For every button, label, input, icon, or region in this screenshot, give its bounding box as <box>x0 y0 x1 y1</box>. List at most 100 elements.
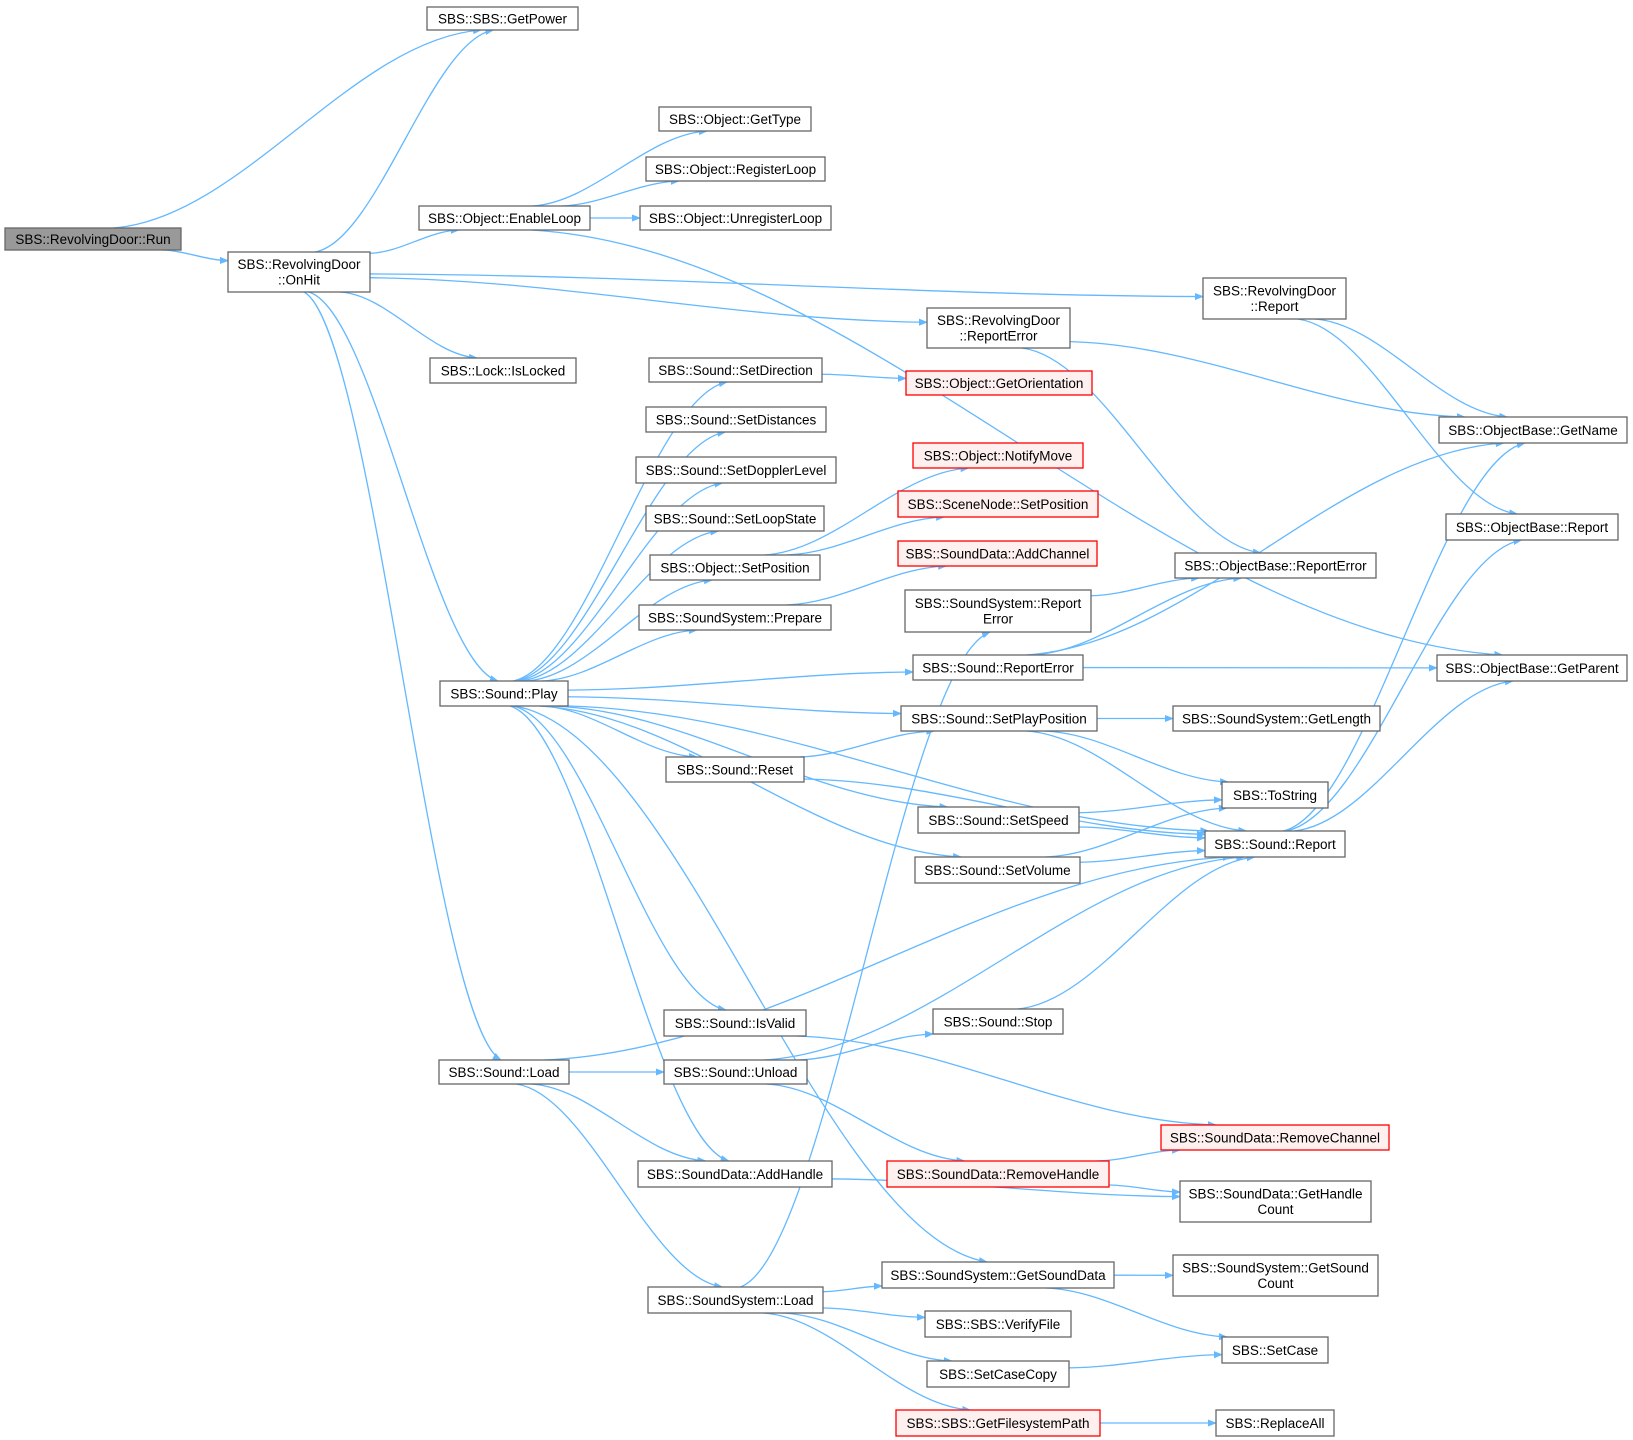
node-verifyfile[interactable]: SBS::SBS::VerifyFile <box>924 1310 1072 1338</box>
node-reset[interactable]: SBS::Sound::Reset <box>665 756 805 783</box>
node-setvolume[interactable]: SBS::Sound::SetVolume <box>914 856 1081 884</box>
node-sound_reporterror[interactable]: SBS::Sound::ReportError <box>912 654 1084 681</box>
node-box[interactable] <box>926 1360 1070 1388</box>
node-box[interactable] <box>1445 513 1619 541</box>
node-box[interactable] <box>649 554 821 581</box>
node-object_setposition[interactable]: SBS::Object::SetPosition <box>649 554 821 581</box>
node-ss_load[interactable]: SBS::SoundSystem::Load <box>647 1286 824 1314</box>
node-play[interactable]: SBS::Sound::Play <box>439 680 569 707</box>
node-unload[interactable]: SBS::Sound::Unload <box>663 1059 808 1085</box>
node-setcase[interactable]: SBS::SetCase <box>1221 1336 1329 1364</box>
node-box[interactable] <box>1436 654 1628 682</box>
node-replaceall[interactable]: SBS::ReplaceAll <box>1215 1409 1335 1437</box>
node-box[interactable] <box>1221 1336 1329 1364</box>
node-scenenode_setposition[interactable]: SBS::SceneNode::SetPosition <box>897 490 1099 518</box>
node-getorientation[interactable]: SBS::Object::GetOrientation <box>905 370 1093 396</box>
node-box[interactable] <box>426 6 579 31</box>
node-enableloop[interactable]: SBS::Object::EnableLoop <box>418 205 591 231</box>
node-box[interactable] <box>895 1409 1101 1437</box>
node-box[interactable] <box>663 1009 807 1037</box>
node-box[interactable] <box>897 540 1098 567</box>
node-box[interactable] <box>924 1310 1072 1338</box>
node-stop[interactable]: SBS::Sound::Stop <box>932 1008 1064 1035</box>
node-getlength[interactable]: SBS::SoundSystem::GetLength <box>1172 705 1381 732</box>
node-box[interactable] <box>647 1286 824 1314</box>
node-box[interactable] <box>635 456 837 484</box>
node-setdopplerlevel[interactable]: SBS::Sound::SetDopplerLevel <box>635 456 837 484</box>
node-box[interactable] <box>905 370 1093 396</box>
node-box[interactable] <box>439 680 569 707</box>
node-box[interactable] <box>1438 416 1628 444</box>
node-isvalid[interactable]: SBS::Sound::IsValid <box>663 1009 807 1037</box>
node-box[interactable] <box>648 357 823 383</box>
node-ob_report[interactable]: SBS::ObjectBase::Report <box>1445 513 1619 541</box>
node-addhandle[interactable]: SBS::SoundData::AddHandle <box>637 1160 833 1188</box>
node-box[interactable] <box>227 251 371 293</box>
node-getfilesystempath[interactable]: SBS::SBS::GetFilesystemPath <box>895 1409 1101 1437</box>
node-setdistances[interactable]: SBS::Sound::SetDistances <box>645 406 827 433</box>
node-ob_reporterror[interactable]: SBS::ObjectBase::ReportError <box>1174 552 1377 579</box>
node-tostring[interactable]: SBS::ToString <box>1221 781 1329 809</box>
node-box[interactable] <box>932 1008 1064 1035</box>
node-box[interactable] <box>637 1160 833 1188</box>
node-removehandle[interactable]: SBS::SoundData::RemoveHandle <box>886 1160 1110 1188</box>
node-box[interactable] <box>1172 1254 1379 1297</box>
node-box[interactable] <box>886 1160 1110 1188</box>
node-sound_report[interactable]: SBS::Sound::Report <box>1204 830 1346 858</box>
node-box[interactable] <box>900 705 1098 732</box>
node-getsounddata[interactable]: SBS::SoundSystem::GetSoundData <box>881 1261 1115 1289</box>
node-box[interactable] <box>897 490 1099 518</box>
node-notifymove[interactable]: SBS::Object::NotifyMove <box>912 442 1084 469</box>
node-rd_report[interactable]: SBS::RevolvingDoor::Report <box>1202 277 1347 320</box>
node-getparent[interactable]: SBS::ObjectBase::GetParent <box>1436 654 1628 682</box>
node-box[interactable] <box>917 806 1080 834</box>
node-ss_reporterror[interactable]: SBS::SoundSystem::ReportError <box>904 589 1092 633</box>
node-setdirection[interactable]: SBS::Sound::SetDirection <box>648 357 823 383</box>
node-removechannel[interactable]: SBS::SoundData::RemoveChannel <box>1160 1124 1390 1151</box>
node-getpower[interactable]: SBS::SBS::GetPower <box>426 6 579 31</box>
node-prepare[interactable]: SBS::SoundSystem::Prepare <box>638 604 832 631</box>
node-box[interactable] <box>645 156 826 182</box>
node-setplayposition[interactable]: SBS::Sound::SetPlayPosition <box>900 705 1098 732</box>
node-box[interactable] <box>1179 1180 1372 1223</box>
node-box[interactable] <box>914 856 1081 884</box>
node-box[interactable] <box>429 357 577 384</box>
node-box[interactable] <box>881 1261 1115 1289</box>
node-box[interactable] <box>645 406 827 433</box>
node-setspeed[interactable]: SBS::Sound::SetSpeed <box>917 806 1080 834</box>
node-getname[interactable]: SBS::ObjectBase::GetName <box>1438 416 1628 444</box>
node-box[interactable] <box>4 227 182 251</box>
node-box[interactable] <box>1215 1409 1335 1437</box>
node-box[interactable] <box>912 442 1084 469</box>
node-box[interactable] <box>1221 781 1329 809</box>
node-box[interactable] <box>418 205 591 231</box>
node-box[interactable] <box>638 604 832 631</box>
node-box[interactable] <box>663 1059 808 1085</box>
node-addchannel[interactable]: SBS::SoundData::AddChannel <box>897 540 1098 567</box>
node-box[interactable] <box>645 505 825 532</box>
node-registerloop[interactable]: SBS::Object::RegisterLoop <box>645 156 826 182</box>
node-run[interactable]: SBS::RevolvingDoor::Run <box>4 227 182 251</box>
node-box[interactable] <box>926 307 1071 349</box>
node-islocked[interactable]: SBS::Lock::IsLocked <box>429 357 577 384</box>
node-box[interactable] <box>438 1059 570 1085</box>
node-setloopstate[interactable]: SBS::Sound::SetLoopState <box>645 505 825 532</box>
node-box[interactable] <box>658 106 812 132</box>
node-box[interactable] <box>1202 277 1347 320</box>
node-box[interactable] <box>1174 552 1377 579</box>
node-box[interactable] <box>904 589 1092 633</box>
node-box[interactable] <box>639 205 832 231</box>
node-box[interactable] <box>1160 1124 1390 1151</box>
node-box[interactable] <box>912 654 1084 681</box>
node-onhit[interactable]: SBS::RevolvingDoor::OnHit <box>227 251 371 293</box>
node-gettype[interactable]: SBS::Object::GetType <box>658 106 812 132</box>
node-rd_reporterror[interactable]: SBS::RevolvingDoor::ReportError <box>926 307 1071 349</box>
node-box[interactable] <box>1204 830 1346 858</box>
node-setcasecopy[interactable]: SBS::SetCaseCopy <box>926 1360 1070 1388</box>
node-unregisterloop[interactable]: SBS::Object::UnregisterLoop <box>639 205 832 231</box>
node-box[interactable] <box>1172 705 1381 732</box>
node-box[interactable] <box>665 756 805 783</box>
node-sound_load[interactable]: SBS::Sound::Load <box>438 1059 570 1085</box>
